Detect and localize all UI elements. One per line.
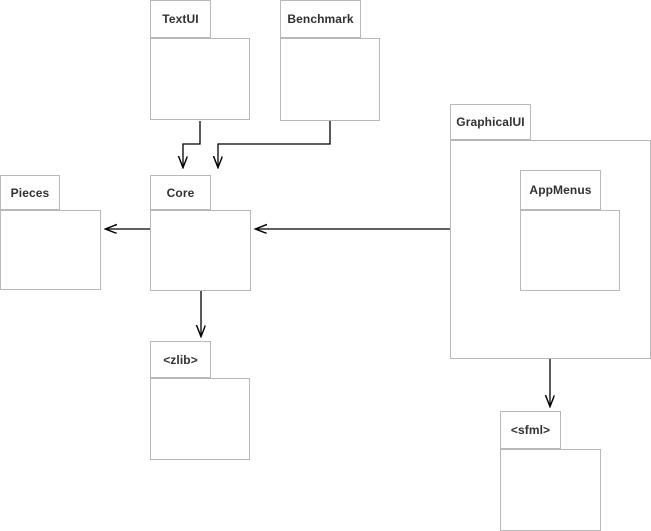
package-zlib[interactable]: <zlib> (150, 341, 250, 460)
package-pieces[interactable]: Pieces (0, 175, 101, 290)
package-benchmark[interactable]: Benchmark (280, 0, 380, 121)
package-textui-tab[interactable]: TextUI (150, 0, 211, 38)
package-benchmark-label: Benchmark (287, 12, 354, 26)
package-appmenus[interactable]: AppMenus (520, 170, 620, 291)
package-benchmark-body[interactable] (280, 38, 380, 121)
package-core-label: Core (166, 185, 195, 200)
package-textui-label: TextUI (162, 12, 199, 26)
package-graphicalui-tab[interactable]: GraphicalUI (450, 104, 531, 140)
package-core-tab[interactable]: Core (150, 175, 211, 210)
package-appmenus-label: AppMenus (529, 183, 592, 197)
package-textui-body[interactable] (150, 38, 250, 120)
dependency-arrow-textui-core (183, 121, 201, 167)
package-pieces-tab[interactable]: Pieces (0, 175, 60, 210)
package-sfml-body[interactable] (500, 449, 601, 531)
package-zlib-tab[interactable]: <zlib> (150, 341, 211, 378)
package-appmenus-tab[interactable]: AppMenus (520, 170, 601, 210)
package-sfml[interactable]: <sfml> (500, 411, 601, 531)
package-core-body[interactable] (150, 210, 251, 291)
package-core[interactable]: Core (150, 175, 251, 291)
package-sfml-label: <sfml> (510, 423, 551, 437)
package-sfml-tab[interactable]: <sfml> (500, 411, 561, 449)
package-pieces-label: Pieces (10, 185, 50, 200)
package-textui[interactable]: TextUI (150, 0, 250, 120)
package-zlib-body[interactable] (150, 378, 250, 460)
package-benchmark-tab[interactable]: Benchmark (280, 0, 361, 38)
dependency-arrow-benchmark-core (218, 121, 331, 167)
package-zlib-label: <zlib> (163, 352, 198, 367)
package-pieces-body[interactable] (0, 210, 101, 290)
package-appmenus-body[interactable] (520, 210, 620, 291)
package-graphicalui-label: GraphicalUI (456, 115, 525, 129)
